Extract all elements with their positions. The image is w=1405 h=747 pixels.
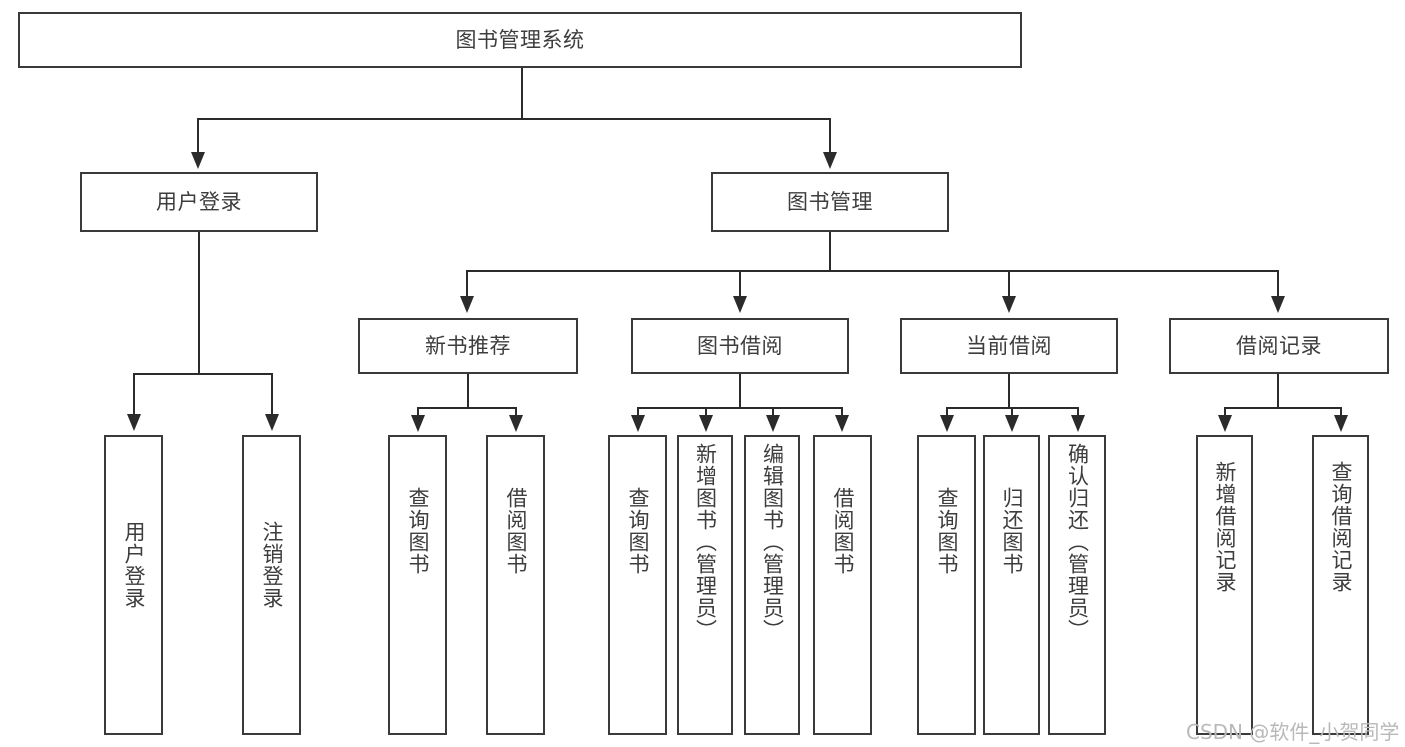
arrow-new-book-leaf-1 <box>411 415 425 432</box>
arrow-to-book-management <box>823 152 837 169</box>
node-label-user-login: 用户登录 <box>156 189 242 214</box>
node-label-leaf-borrow-book-1: 借阅图书 <box>503 487 528 575</box>
edge-to-user-login <box>197 118 199 154</box>
edge-level3-bar <box>466 270 1278 272</box>
node-leaf-add-record[interactable]: 新增借阅记录 <box>1196 435 1253 735</box>
edge-current-borrow-stem <box>1008 374 1010 408</box>
node-leaf-query-book-1[interactable]: 查询图书 <box>388 435 447 735</box>
arrow-book-borrow-leaf-1 <box>631 415 645 432</box>
node-label-book-borrow: 图书借阅 <box>697 333 783 358</box>
edge-user-login-stem <box>198 232 200 374</box>
arrow-book-borrow-leaf-4 <box>835 415 849 432</box>
node-book-borrow[interactable]: 图书借阅 <box>631 318 849 374</box>
node-leaf-borrow-book-2[interactable]: 借阅图书 <box>813 435 872 735</box>
node-label-leaf-query-book-2: 查询图书 <box>625 487 650 575</box>
edge-book-borrow-drop-4 <box>841 407 843 417</box>
edge-book-borrow-drop-2 <box>705 407 707 417</box>
csdn-watermark: CSDN @软件_小贺同学 <box>1186 720 1400 744</box>
arrow-to-book-borrow <box>733 296 747 313</box>
edge-to-new-book-recommend <box>466 270 468 298</box>
node-leaf-return-book[interactable]: 归还图书 <box>983 435 1040 735</box>
node-label-book-management: 图书管理 <box>787 189 873 214</box>
edge-new-book-bar <box>417 407 517 409</box>
arrow-to-borrow-record <box>1271 296 1285 313</box>
node-leaf-confirm-return[interactable]: 确认归还（管理员） <box>1048 435 1106 735</box>
edge-new-book-drop-1 <box>417 407 419 417</box>
edge-borrow-record-drop-2 <box>1340 407 1342 417</box>
edge-borrow-record-drop-1 <box>1224 407 1226 417</box>
node-label-leaf-edit-book: 编辑图书（管理员） <box>760 443 785 641</box>
arrow-to-user-login <box>191 152 205 169</box>
node-book-management[interactable]: 图书管理 <box>711 172 949 232</box>
node-leaf-query-book-3[interactable]: 查询图书 <box>917 435 976 735</box>
arrow-book-borrow-leaf-3 <box>766 415 780 432</box>
arrow-user-login-leaf-1 <box>127 414 141 431</box>
arrow-user-login-leaf-2 <box>265 414 279 431</box>
edge-new-book-stem <box>467 374 469 408</box>
edge-to-book-management <box>829 118 831 154</box>
node-label-leaf-borrow-book-2: 借阅图书 <box>830 487 855 575</box>
node-label-leaf-logout-login: 注销登录 <box>259 521 284 609</box>
node-current-borrow[interactable]: 当前借阅 <box>900 318 1118 374</box>
edge-new-book-drop-2 <box>515 407 517 417</box>
node-label-leaf-query-book-3: 查询图书 <box>934 487 959 575</box>
node-label-borrow-record: 借阅记录 <box>1236 333 1322 358</box>
node-leaf-query-record[interactable]: 查询借阅记录 <box>1312 435 1369 735</box>
node-label-leaf-confirm-return: 确认归还（管理员） <box>1065 443 1090 641</box>
edge-borrow-record-stem <box>1277 374 1279 408</box>
edge-level2-bar <box>197 118 831 120</box>
node-label-leaf-return-book: 归还图书 <box>999 487 1024 575</box>
arrow-current-borrow-leaf-3 <box>1071 415 1085 432</box>
arrow-to-current-borrow <box>1002 296 1016 313</box>
edge-book-borrow-stem <box>739 374 741 408</box>
edge-book-management-stem <box>829 232 831 271</box>
edge-user-login-bar <box>133 373 273 375</box>
node-new-book-recommend[interactable]: 新书推荐 <box>358 318 578 374</box>
edge-root-stem <box>521 68 523 119</box>
arrow-to-new-book-recommend <box>460 296 474 313</box>
arrow-current-borrow-leaf-1 <box>940 415 954 432</box>
edge-to-current-borrow <box>1008 270 1010 298</box>
node-label-leaf-user-login: 用户登录 <box>121 521 146 609</box>
node-label-current-borrow: 当前借阅 <box>966 333 1052 358</box>
node-label-leaf-add-book: 新增图书（管理员） <box>693 443 718 641</box>
edge-user-login-drop-2 <box>271 373 273 415</box>
edge-to-borrow-record <box>1277 270 1279 298</box>
arrow-current-borrow-leaf-2 <box>1005 415 1019 432</box>
edge-current-borrow-drop-1 <box>946 407 948 417</box>
node-leaf-query-book-2[interactable]: 查询图书 <box>608 435 667 735</box>
node-leaf-edit-book[interactable]: 编辑图书（管理员） <box>744 435 800 735</box>
edge-to-book-borrow <box>739 270 741 298</box>
edge-current-borrow-drop-3 <box>1077 407 1079 417</box>
node-leaf-user-login[interactable]: 用户登录 <box>104 435 163 735</box>
node-label-leaf-query-book-1: 查询图书 <box>405 487 430 575</box>
node-label-new-book-recommend: 新书推荐 <box>425 333 511 358</box>
arrow-new-book-leaf-2 <box>509 415 523 432</box>
node-leaf-add-book[interactable]: 新增图书（管理员） <box>677 435 733 735</box>
node-label-root: 图书管理系统 <box>455 27 585 52</box>
node-leaf-borrow-book-1[interactable]: 借阅图书 <box>486 435 545 735</box>
edge-user-login-drop-1 <box>133 373 135 415</box>
node-user-login[interactable]: 用户登录 <box>80 172 318 232</box>
node-borrow-record[interactable]: 借阅记录 <box>1169 318 1389 374</box>
arrow-borrow-record-leaf-2 <box>1334 415 1348 432</box>
edge-book-borrow-bar <box>637 407 843 409</box>
node-leaf-logout-login[interactable]: 注销登录 <box>242 435 301 735</box>
node-label-leaf-add-record: 新增借阅记录 <box>1212 461 1237 593</box>
arrow-book-borrow-leaf-2 <box>699 415 713 432</box>
edge-current-borrow-drop-2 <box>1011 407 1013 417</box>
arrow-borrow-record-leaf-1 <box>1218 415 1232 432</box>
node-label-leaf-query-record: 查询借阅记录 <box>1328 461 1353 593</box>
edge-borrow-record-bar <box>1224 407 1342 409</box>
edge-book-borrow-drop-1 <box>637 407 639 417</box>
edge-book-borrow-drop-3 <box>772 407 774 417</box>
node-root-system[interactable]: 图书管理系统 <box>18 12 1022 68</box>
